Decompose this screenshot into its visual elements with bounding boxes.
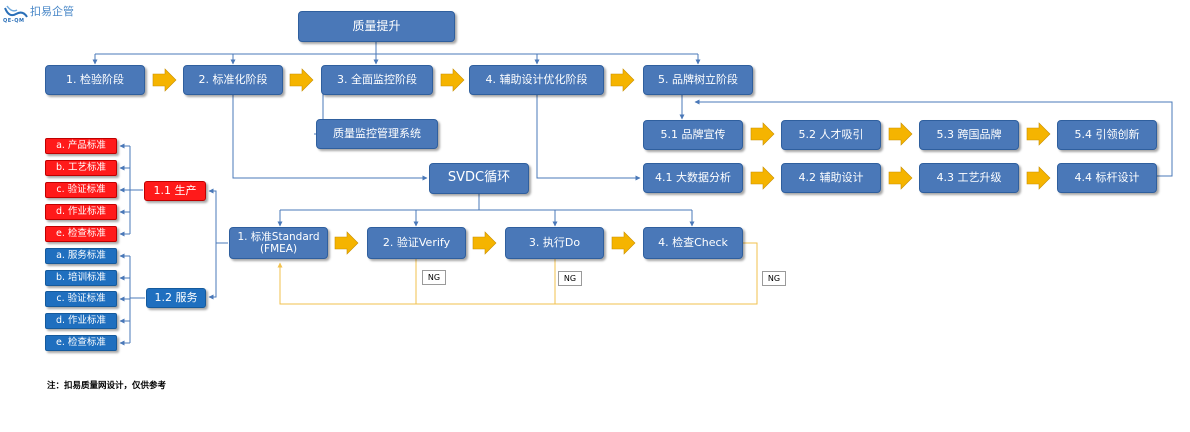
production-item-e: e. 检查标准	[45, 226, 117, 242]
svdc-cycle-box: SVDC循环	[429, 163, 529, 194]
design-step-1: 4.1 大数据分析	[643, 163, 743, 193]
design-step-4: 4.4 标杆设计	[1057, 163, 1157, 193]
service-item-c: c. 验证标准	[45, 291, 117, 307]
svdc-do-box: 3. 执行Do	[505, 227, 604, 259]
monitor-system-box: 质量监控管理系统	[316, 119, 438, 149]
brand-step-1: 5.1 品牌宣传	[643, 120, 743, 150]
svdc-standard-box: 1. 标准Standard (FMEA)	[229, 227, 328, 259]
logo-sub: QE-QM	[3, 18, 25, 24]
service-item-d: d. 作业标准	[45, 313, 117, 329]
stage-4-box: 4. 辅助设计优化阶段	[469, 65, 604, 95]
ng-label-verify: NG	[422, 270, 446, 285]
production-box: 1.1 生产	[144, 181, 206, 201]
service-item-b: b. 培训标准	[45, 270, 117, 286]
brand-step-3: 5.3 跨国品牌	[919, 120, 1019, 150]
stage-2-box: 2. 标准化阶段	[183, 65, 283, 95]
production-item-d: d. 作业标准	[45, 204, 117, 220]
ng-label-do: NG	[558, 271, 582, 286]
service-box: 1.2 服务	[146, 288, 206, 308]
stage-3-box: 3. 全面监控阶段	[321, 65, 433, 95]
stage-1-box: 1. 检验阶段	[45, 65, 145, 95]
service-item-a: a. 服务标准	[45, 248, 117, 264]
footnote: 注：扣易质量网设计，仅供参考	[47, 381, 167, 391]
svdc-verify-box: 2. 验证Verify	[367, 227, 466, 259]
logo-icon	[4, 5, 28, 18]
production-item-b: b. 工艺标准	[45, 160, 117, 176]
brand-step-4: 5.4 引领创新	[1057, 120, 1157, 150]
design-step-2: 4.2 辅助设计	[781, 163, 881, 193]
production-item-a: a. 产品标准	[45, 138, 117, 154]
brand-step-2: 5.2 人才吸引	[781, 120, 881, 150]
stage-5-box: 5. 品牌树立阶段	[643, 65, 753, 95]
svdc-check-box: 4. 检查Check	[643, 227, 743, 259]
service-item-e: e. 检查标准	[45, 335, 117, 351]
design-step-3: 4.3 工艺升级	[919, 163, 1019, 193]
ng-label-check: NG	[762, 271, 786, 286]
logo-name: 扣易企管	[30, 5, 74, 18]
production-item-c: c. 验证标准	[45, 182, 117, 198]
top-title-box: 质量提升	[298, 11, 455, 42]
